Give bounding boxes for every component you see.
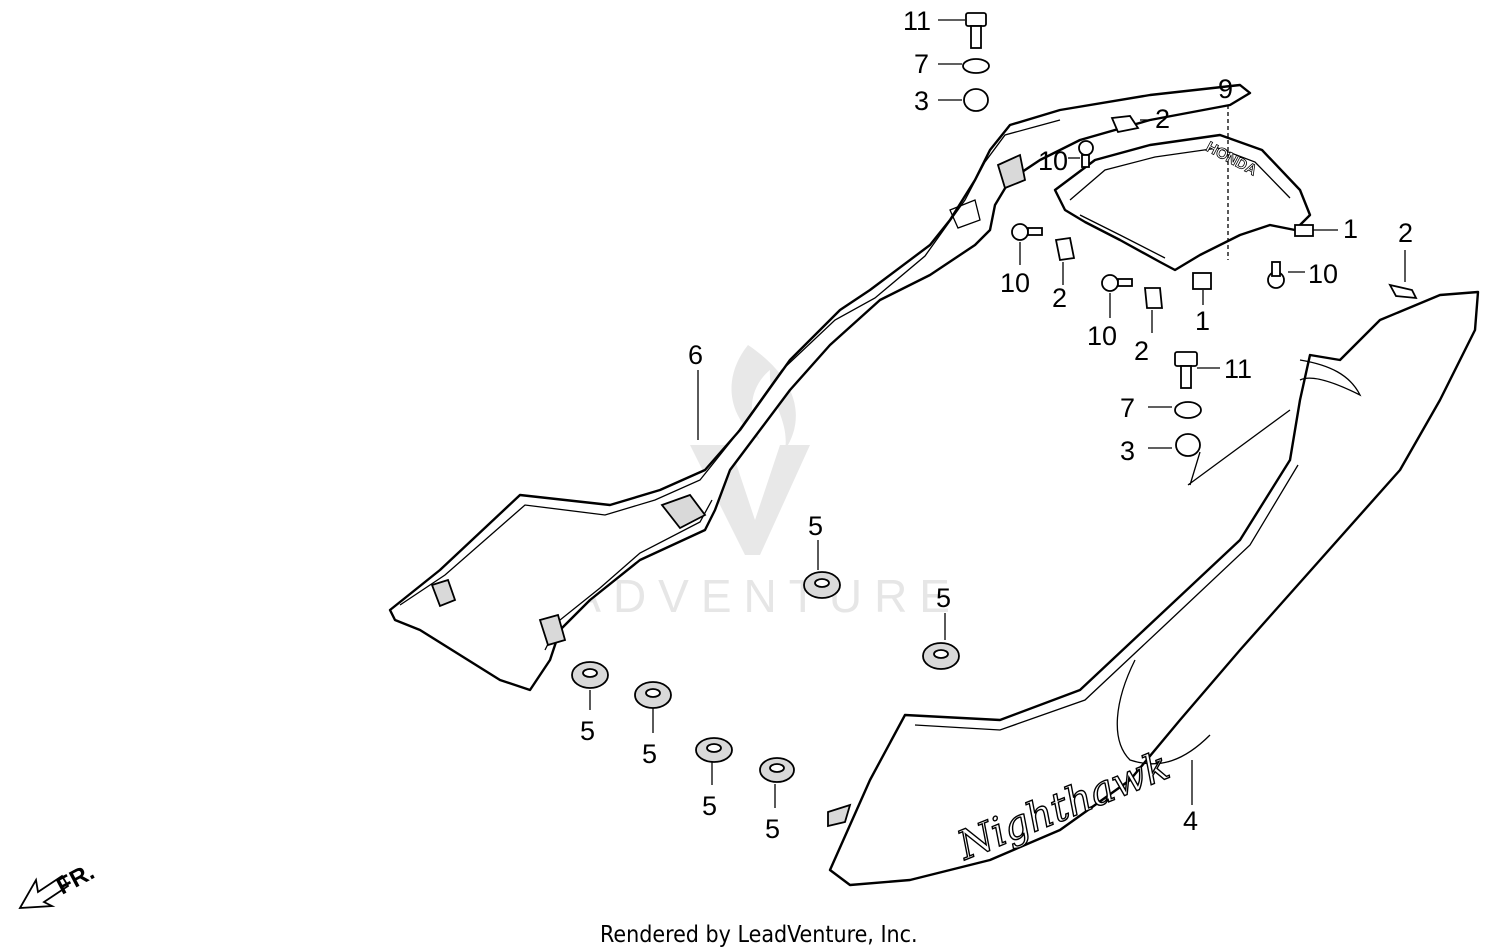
callout-10: 10 [1087, 321, 1117, 351]
callout-5: 5 [808, 511, 823, 541]
callout-2: 2 [1155, 104, 1170, 134]
callout-5: 5 [702, 791, 717, 821]
callout-5: 5 [580, 716, 595, 746]
inner-rail-part [388, 83, 1252, 692]
front-arrow-icon [18, 874, 70, 910]
callout-3: 3 [914, 86, 929, 116]
callout-5: 5 [936, 583, 951, 613]
callout-labels: 11 7 3 2 10 9 1 10 2 10 2 10 1 2 6 11 7 … [580, 6, 1413, 844]
callout-9: 9 [1218, 74, 1233, 104]
hardware-group [571, 12, 1418, 783]
callout-1: 1 [1343, 214, 1358, 244]
callout-7: 7 [914, 49, 929, 79]
footer-credit: Rendered by LeadVenture, Inc. [600, 922, 918, 948]
callout-8: 4 [1183, 806, 1198, 836]
front-direction-indicator: FR. [18, 858, 99, 910]
callout-11: 11 [1224, 354, 1252, 384]
callout-6: 6 [688, 340, 703, 370]
callout-7: 7 [1120, 393, 1135, 423]
callout-10: 10 [1308, 259, 1338, 289]
callout-2: 2 [1052, 283, 1067, 313]
callout-4: 5 [765, 814, 780, 844]
callout-2: 2 [1134, 336, 1149, 366]
callout-2: 2 [1398, 218, 1413, 248]
callout-10: 10 [1000, 268, 1030, 298]
callout-11: 11 [903, 6, 931, 36]
callout-3: 3 [1120, 436, 1135, 466]
callout-5: 5 [642, 739, 657, 769]
rear-cowl-part: HONDA [1053, 133, 1312, 272]
front-label: FR. [52, 858, 99, 900]
callout-10: 10 [1038, 146, 1068, 176]
leader-lines [589, 19, 1406, 808]
callout-1: 1 [1195, 306, 1210, 336]
